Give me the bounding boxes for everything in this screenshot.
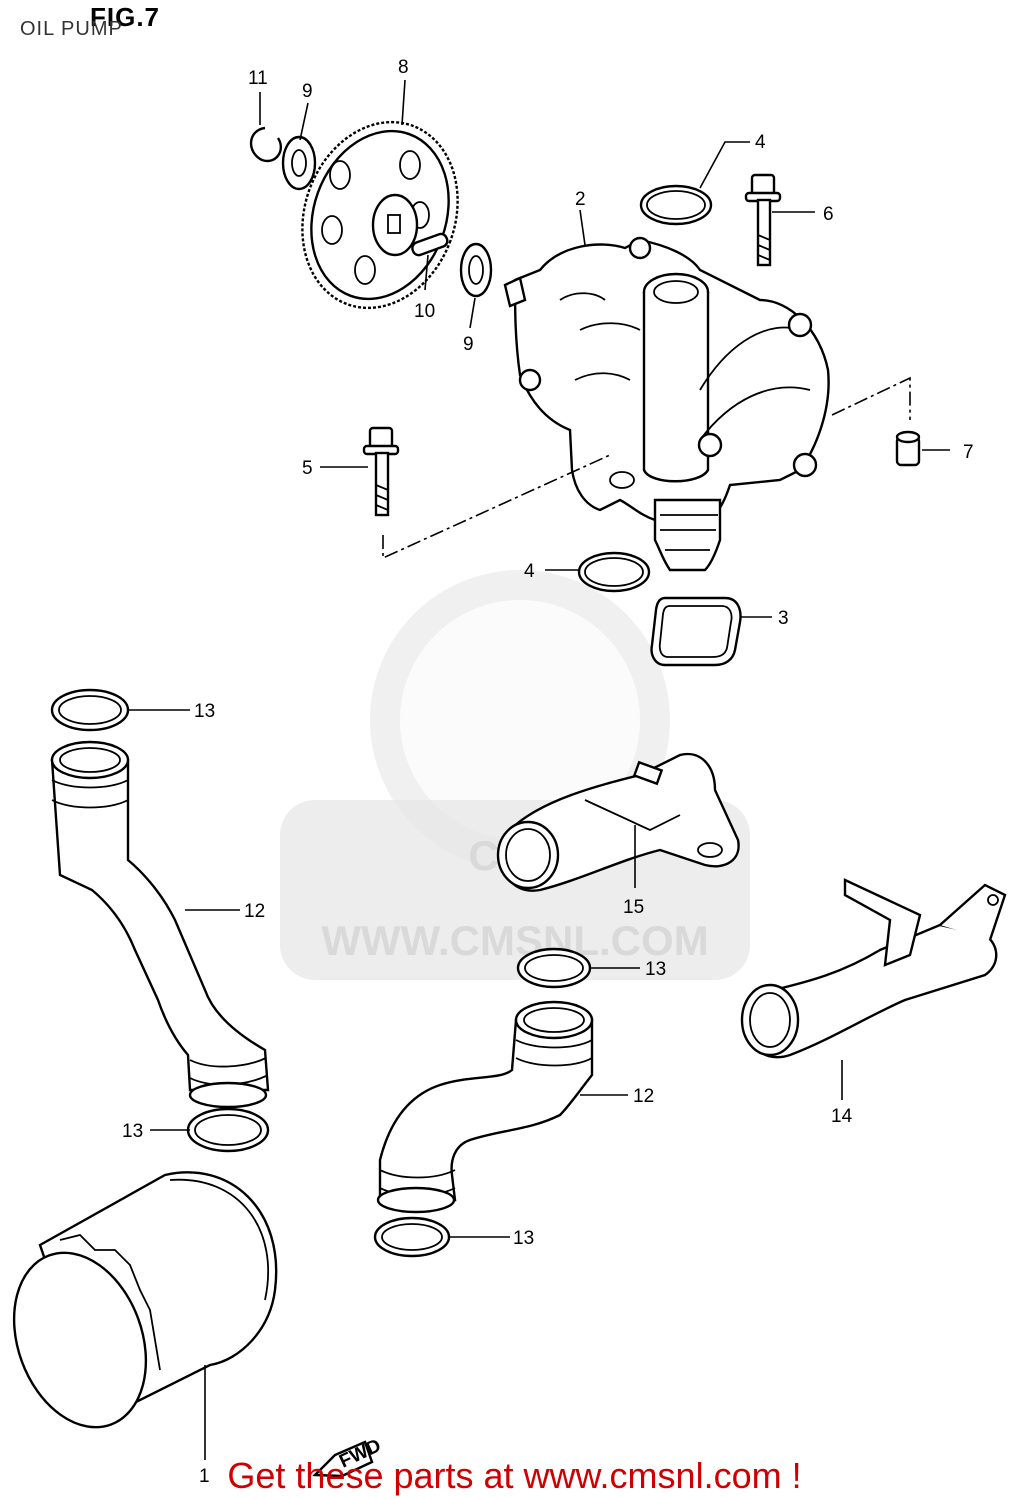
- callout-13-b: 13: [122, 1121, 143, 1142]
- callout-3: 3: [778, 608, 789, 629]
- part-5-bolt: [362, 426, 400, 517]
- part-13-ring-b: [186, 1107, 270, 1153]
- part-13-ring-c: [516, 947, 592, 989]
- part-8-gear: [301, 120, 459, 310]
- callout-6: 6: [823, 204, 834, 225]
- callout-10: 10: [414, 301, 435, 322]
- figure-title: OIL PUMP: [20, 18, 123, 40]
- part-3-gasket: [650, 596, 742, 667]
- callout-1: 1: [199, 1466, 210, 1487]
- callout-numbers: 11 9 8 10 9 2 4 6 7 5 4 3 13 12 13 15 13…: [122, 57, 974, 1487]
- part-6-bolt: [744, 173, 782, 267]
- part-13-ring-d: [373, 1216, 451, 1258]
- callout-11: 11: [248, 68, 268, 89]
- part-12-hose-left: [50, 740, 270, 1109]
- leader-lines: [128, 79, 950, 1460]
- part-12-hose-center: [376, 1000, 594, 1214]
- watermark-url: WWW.CMSNL.COM: [321, 917, 708, 964]
- part-9-washer-lower: [459, 242, 493, 298]
- part-7-dowel: [895, 430, 921, 467]
- callout-9-lower: 9: [463, 334, 474, 355]
- figure-number: FIG.7: [90, 2, 161, 32]
- part-10-pin: [411, 232, 449, 257]
- callout-12-center: 12: [633, 1086, 654, 1107]
- part-1-oil-filter: [12, 1171, 278, 1429]
- part-9-washer-top: [281, 135, 317, 191]
- footer-link[interactable]: Get these parts at www.cmsnl.com !: [227, 1455, 802, 1496]
- part-4-oring-lower: [577, 551, 651, 593]
- callout-15: 15: [623, 897, 644, 918]
- callout-13-a: 13: [194, 701, 215, 722]
- callout-13-d: 13: [513, 1228, 534, 1249]
- callout-4-lower: 4: [524, 561, 535, 582]
- assembly-lines: [382, 376, 911, 560]
- callout-5: 5: [302, 458, 313, 479]
- callout-2: 2: [575, 189, 586, 210]
- callout-9-top: 9: [302, 81, 313, 102]
- callout-4-top: 4: [755, 132, 766, 153]
- part-15-pipe: [496, 752, 740, 892]
- callout-8: 8: [398, 57, 409, 78]
- part-2-oil-pump: [503, 236, 830, 572]
- callout-12-left: 12: [244, 901, 265, 922]
- callout-7: 7: [963, 442, 974, 463]
- callout-14: 14: [831, 1106, 853, 1127]
- part-11-circlip: [249, 126, 283, 163]
- callout-13-c: 13: [645, 959, 666, 980]
- part-14-pipe: [740, 878, 1007, 1059]
- part-13-ring-a: [50, 688, 130, 732]
- part-4-oring-top: [639, 184, 713, 226]
